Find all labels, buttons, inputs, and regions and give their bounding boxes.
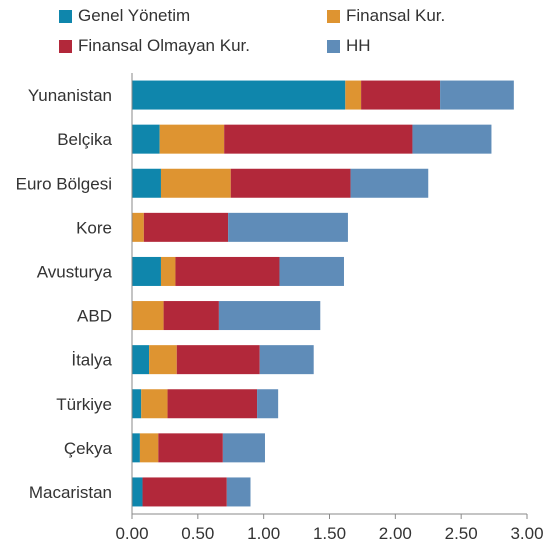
bar-segment: [160, 168, 231, 198]
bar-segment: [230, 168, 351, 198]
bar-segment: [132, 301, 164, 331]
legend-item-finansal-kur: Finansal Kur.: [327, 6, 445, 26]
bar-segment: [142, 477, 227, 507]
bar-segment: [132, 477, 143, 507]
category-label: Avusturya: [37, 262, 113, 281]
bar-segment: [176, 345, 260, 375]
bar-segment: [132, 124, 160, 154]
legend-item-hh: HH: [327, 36, 371, 56]
bar-segment: [158, 433, 223, 463]
category-label: Kore: [76, 218, 112, 237]
category-label: Türkiye: [56, 395, 112, 414]
bar-segment: [132, 389, 142, 419]
bar-segment: [222, 433, 265, 463]
x-tick-label: 1.50: [313, 524, 346, 543]
legend-label-finansal-kur: Finansal Kur.: [346, 6, 446, 25]
legend-item-genel-yonetim: Genel Yönetim: [59, 6, 190, 26]
bar-segment: [259, 345, 314, 375]
x-tick-label: 2.50: [445, 524, 478, 543]
legend-label-genel-yonetim: Genel Yönetim: [78, 6, 191, 25]
category-label: Çekya: [64, 439, 113, 458]
bar-segment: [257, 389, 279, 419]
bar-segment: [132, 433, 140, 463]
legend-swatch-hh: [327, 39, 340, 53]
category-label: İtalya: [71, 351, 112, 370]
bar-segment: [132, 345, 150, 375]
bar-segment: [350, 168, 429, 198]
bar-segment: [279, 256, 344, 286]
x-tick-label: 1.00: [247, 524, 280, 543]
bar-segment: [224, 124, 413, 154]
bar-segment: [440, 80, 514, 110]
bar-segment: [159, 124, 225, 154]
legend-swatch-genel-yonetim: [59, 9, 72, 23]
legend-label-finansal-olmayan-kur: Finansal Olmayan Kur.: [78, 36, 250, 55]
category-label: ABD: [77, 307, 112, 326]
x-tick-label: 2.00: [379, 524, 412, 543]
bar-segment: [412, 124, 492, 154]
legend-swatch-finansal-kur: [327, 9, 340, 23]
legend-item-finansal-olmayan-kur: Finansal Olmayan Kur.: [59, 36, 250, 56]
category-label: Yunanistan: [28, 86, 112, 105]
x-tick-label: 3.00: [510, 524, 543, 543]
bar-segment: [143, 212, 229, 242]
bar-segment: [218, 301, 321, 331]
bar-segment: [139, 433, 159, 463]
bar-segment: [132, 80, 346, 110]
x-tick-label: 0.50: [181, 524, 214, 543]
x-tick-label: 0.00: [115, 524, 148, 543]
bar-segment: [160, 256, 176, 286]
bar-segment: [132, 212, 144, 242]
bar-segment: [141, 389, 168, 419]
bar-segment: [228, 212, 348, 242]
legend-swatch-finansal-olmayan-kur: [59, 39, 72, 53]
bar-segment: [361, 80, 441, 110]
bar-segment: [226, 477, 251, 507]
bar-segment: [149, 345, 177, 375]
bar-segment: [175, 256, 280, 286]
bar-segment: [132, 168, 161, 198]
legend: Genel Yönetim Finansal Kur. Finansal Olm…: [0, 0, 548, 62]
bar-segment: [132, 256, 161, 286]
bar-segment: [345, 80, 362, 110]
bar-segment: [167, 389, 258, 419]
category-label: Belçika: [57, 130, 112, 149]
category-label: Macaristan: [29, 483, 112, 502]
category-label: Euro Bölgesi: [16, 174, 112, 193]
bar-segment: [163, 301, 219, 331]
legend-label-hh: HH: [346, 36, 371, 55]
